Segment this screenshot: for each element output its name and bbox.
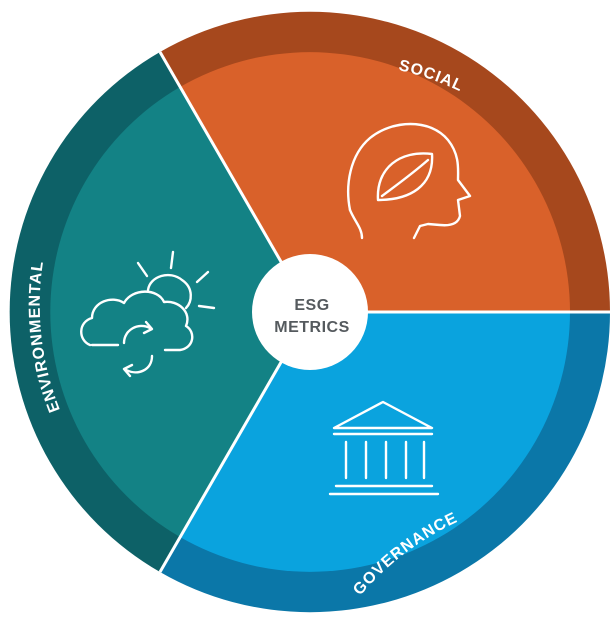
building-columns-icon: [328, 400, 440, 496]
center-label-line2: METRICS: [274, 319, 350, 336]
center-hub: [252, 254, 368, 370]
head-leaf-icon: [347, 122, 472, 240]
governance-wedge[interactable]: [180, 312, 570, 572]
social-wedge[interactable]: [180, 52, 570, 313]
environmental-wedge[interactable]: [50, 87, 311, 537]
center-label-line1: ESG: [294, 297, 329, 314]
weather-cycle-icon: [80, 250, 216, 378]
